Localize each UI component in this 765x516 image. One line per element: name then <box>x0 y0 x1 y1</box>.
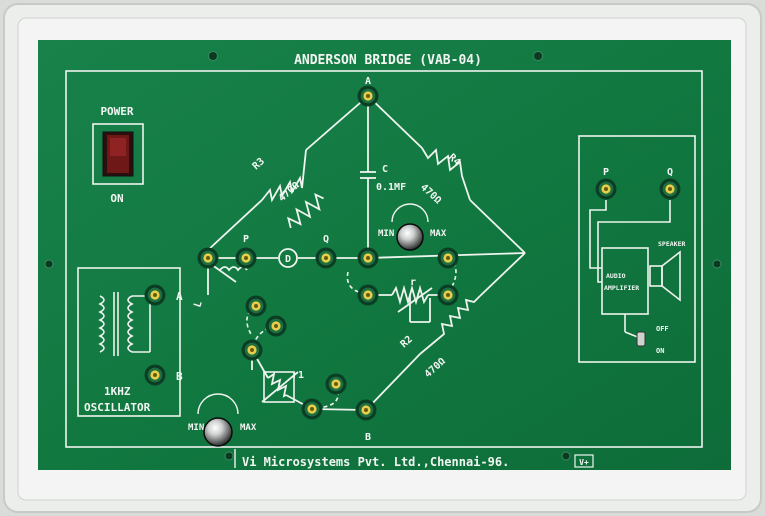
terminal-q[interactable] <box>314 246 338 270</box>
terminal-r1-wiper[interactable] <box>324 372 348 396</box>
osc-term-b-label: B <box>176 370 183 383</box>
terminal-r-top[interactable] <box>436 246 460 270</box>
r3-resistor <box>261 149 307 203</box>
node-b-label: B <box>365 432 371 443</box>
terminal-r-left[interactable] <box>356 283 380 307</box>
amp-term-p-label: P <box>603 167 609 178</box>
osc-name-label: OSCILLATOR <box>84 401 151 414</box>
osc-term-a-label: A <box>176 290 183 303</box>
r1-pot-knob[interactable] <box>197 393 239 447</box>
terminal-osc-b[interactable] <box>143 363 167 387</box>
detector-label: D <box>285 254 291 265</box>
screws <box>44 51 722 461</box>
amplifier-section: P Q AUDIO AMPLIFIER SPEAKER OFF ON <box>578 135 696 363</box>
c-value: 0.1MF <box>376 182 406 193</box>
amp-off-label: OFF <box>656 325 669 333</box>
r4-resistor <box>421 147 471 201</box>
r-pot-knob[interactable] <box>391 203 429 251</box>
terminal-node-b[interactable] <box>354 398 378 422</box>
resistors <box>261 147 481 403</box>
node-q-label: Q <box>323 234 329 245</box>
pot-min-label: MIN <box>378 229 394 239</box>
footer-logo: V+ <box>579 458 589 467</box>
amp-term-q-label: Q <box>667 167 673 178</box>
power-section: POWER ON <box>92 105 144 205</box>
inductor-label: L <box>192 300 204 309</box>
osc-freq-label: 1KHZ <box>104 385 131 398</box>
terminal-r1-bottom[interactable] <box>300 397 324 421</box>
r1-label: r1 <box>292 370 304 381</box>
footer-logo-box <box>574 454 594 468</box>
power-label: POWER <box>100 105 133 118</box>
terminal-l-2[interactable] <box>264 314 288 338</box>
footer-company: Vi Microsystems Pvt. Ltd.,Chennai-96. <box>242 455 509 469</box>
node-p-label: P <box>243 234 249 245</box>
detector-symbol <box>278 248 298 268</box>
pot2-max-label: MAX <box>240 423 257 433</box>
amp-label-line1: AUDIO <box>606 272 626 280</box>
r1-resistor <box>267 372 288 398</box>
power-on-label: ON <box>110 192 123 205</box>
board-title: ANDERSON BRIDGE (VAB-04) <box>294 53 482 68</box>
board-border <box>65 70 703 448</box>
amp-label-line2: AMPLIFIER <box>604 284 639 292</box>
terminal-r1-top[interactable] <box>240 338 264 362</box>
terminal-amp-p[interactable] <box>594 177 618 201</box>
pot-max-label: MAX <box>430 229 447 239</box>
c-label: C <box>382 164 388 175</box>
r-label: r <box>410 277 416 288</box>
amp-on-label: ON <box>656 347 664 355</box>
terminal-osc-a[interactable] <box>143 283 167 307</box>
terminal-l-1[interactable] <box>244 294 268 318</box>
terminal-p[interactable] <box>234 246 258 270</box>
speaker-label: SPEAKER <box>658 240 685 248</box>
terminal-amp-q[interactable] <box>658 177 682 201</box>
terminal-center-top[interactable] <box>356 246 380 270</box>
transformer-icon <box>98 292 151 356</box>
r-resistor <box>391 284 429 306</box>
terminal-node-a[interactable] <box>356 84 380 108</box>
terminal-r-right[interactable] <box>436 283 460 307</box>
terminal-left-node[interactable] <box>196 246 220 270</box>
oscillator-section: A B 1KHZ OSCILLATOR <box>77 267 183 417</box>
r2-resistor <box>419 295 481 355</box>
node-a-label: A <box>365 76 371 87</box>
amp-toggle-switch[interactable] <box>636 331 646 347</box>
pot2-min-label: MIN <box>188 423 204 433</box>
